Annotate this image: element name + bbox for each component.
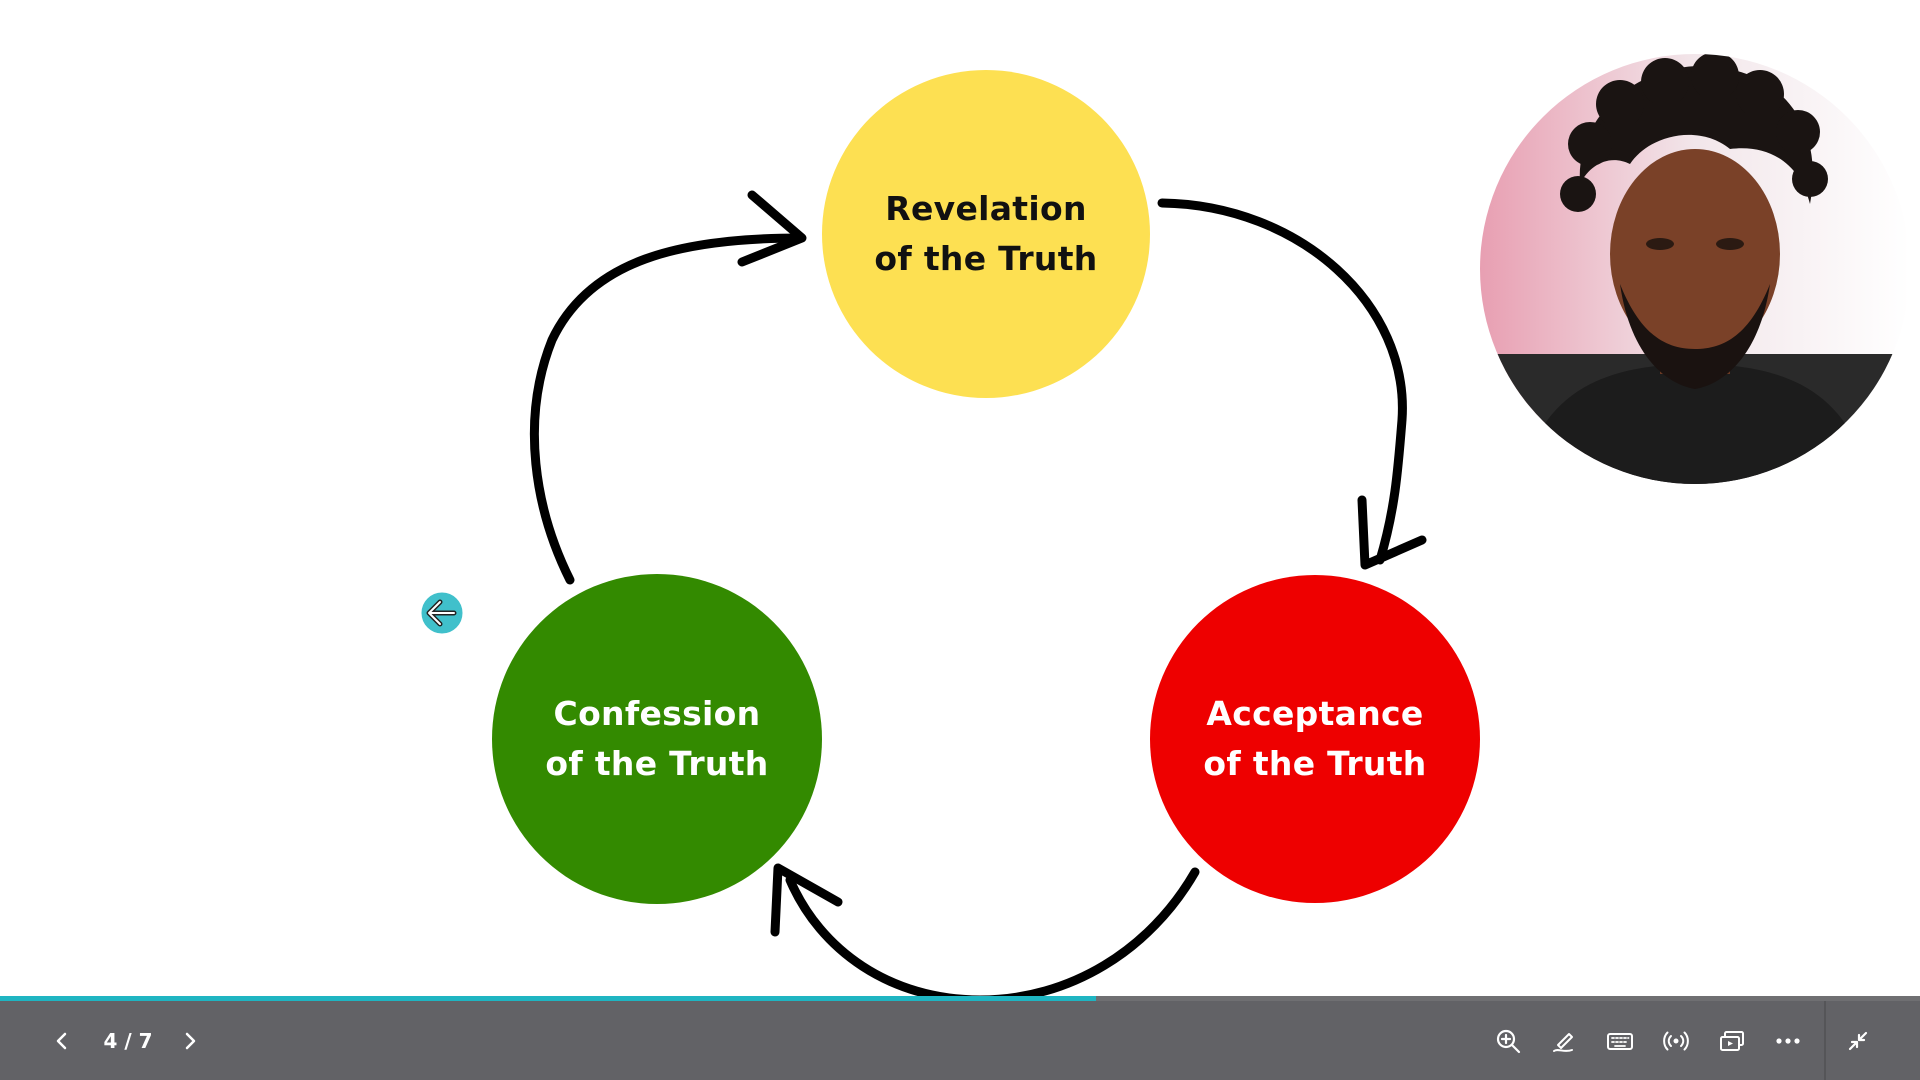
collapse-icon xyxy=(1848,1031,1868,1051)
arrow-revelation-to-acceptance xyxy=(1157,198,1407,565)
keyboard-icon xyxy=(1607,1033,1633,1050)
zoom-in-icon xyxy=(1496,1029,1521,1054)
chevron-right-icon xyxy=(185,1032,196,1050)
more-icon xyxy=(1776,1038,1800,1044)
arrowhead-confession-to-revelation xyxy=(737,190,807,267)
present-window-icon xyxy=(1720,1031,1744,1051)
slide-progress-fill xyxy=(0,996,1097,1002)
node-revelation: Revelation of the Truth xyxy=(822,70,1150,398)
next-slide-button[interactable] xyxy=(168,1019,212,1063)
zoom-button[interactable] xyxy=(1486,1019,1530,1063)
node-acceptance: Acceptance of the Truth xyxy=(1150,575,1480,903)
arrowhead-revelation-to-acceptance xyxy=(1357,495,1427,570)
annotate-button[interactable] xyxy=(1542,1019,1586,1063)
broadcast-icon xyxy=(1663,1031,1689,1051)
node-confession: Confession of the Truth xyxy=(492,574,822,904)
arrow-confession-to-revelation xyxy=(529,233,805,585)
broadcast-button[interactable] xyxy=(1654,1019,1698,1063)
arrowhead-acceptance-to-confession xyxy=(770,863,843,937)
pen-icon xyxy=(1553,1033,1573,1052)
more-options-button[interactable] xyxy=(1766,1019,1810,1063)
present-window-button[interactable] xyxy=(1710,1019,1754,1063)
node-label-confession: Confession of the Truth xyxy=(545,694,769,783)
prev-slide-button[interactable] xyxy=(40,1019,84,1063)
presentation-toolbar: 4 / 7 xyxy=(0,1001,1920,1080)
page-count: 4 / 7 xyxy=(103,1029,153,1053)
chevron-left-icon xyxy=(56,1032,67,1050)
toolbar-divider xyxy=(1824,1001,1826,1080)
presenter-video-icon xyxy=(1480,54,1910,484)
node-label-acceptance: Acceptance of the Truth xyxy=(1203,694,1427,783)
keyboard-button[interactable] xyxy=(1598,1019,1642,1063)
slide-canvas: Revelation of the Truth Acceptance of th… xyxy=(418,54,1910,1000)
arrow-acceptance-to-confession xyxy=(785,867,1200,1000)
arrow-left-cursor-icon xyxy=(418,589,466,637)
exit-fullscreen-button[interactable] xyxy=(1836,1019,1880,1063)
node-label-revelation: Revelation of the Truth xyxy=(874,189,1098,278)
slide-progress-bar xyxy=(0,996,1920,1002)
